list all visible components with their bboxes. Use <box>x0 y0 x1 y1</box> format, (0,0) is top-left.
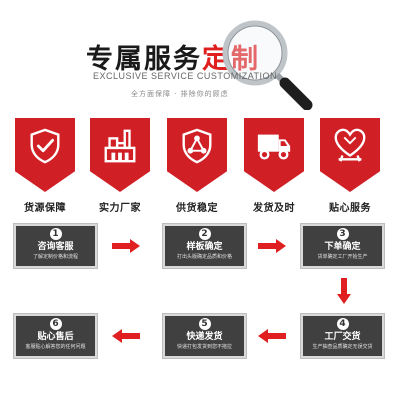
step-description: 打出头版确定品质和价格 <box>176 254 232 260</box>
step-description: 客服贴心解答您的任何问题 <box>25 344 86 350</box>
step-title: 下单确定 <box>324 242 361 252</box>
subtitle-english: EXCLUSIVE SERVICE CUSTOMIZATION <box>93 71 278 81</box>
step-title: 快递发货 <box>186 332 223 342</box>
feature-row: 货源保障 实力厂家 <box>0 118 400 214</box>
step-title: 工厂交货 <box>324 332 361 342</box>
feature-badge <box>90 118 150 192</box>
step-number: 1 <box>49 228 62 240</box>
feature-label: 货源保障 <box>24 203 66 214</box>
arrow-right-icon <box>112 239 140 253</box>
feature-supply-guarantee: 货源保障 <box>15 118 75 214</box>
step-description: 生产抽查品质确定无误交货 <box>312 344 373 350</box>
arrow-right-icon <box>258 239 286 253</box>
feature-badge <box>15 118 75 192</box>
subtitle-chinese: 全方面保障 · 排除你的顾虑 <box>131 90 229 98</box>
step-number: 4 <box>336 318 349 330</box>
feature-label: 实力厂家 <box>99 203 141 214</box>
step-description: 货单确定工厂开始生产 <box>317 254 368 260</box>
network-shield-icon <box>182 128 212 164</box>
magnifying-glass-icon <box>222 20 313 110</box>
step-title: 咨询客服 <box>37 242 74 252</box>
feature-badge <box>167 118 227 192</box>
step-order-confirm: 3 下单确定 货单确定工厂开始生产 <box>301 224 384 268</box>
step-after-sales: 6 贴心售后 客服贴心解答您的任何问题 <box>14 314 97 358</box>
step-number: 6 <box>49 318 62 330</box>
step-number: 2 <box>198 228 211 240</box>
feature-strong-factory: 实力厂家 <box>90 118 150 214</box>
feature-stable-supply: 供货稳定 <box>167 118 227 214</box>
step-description: 快递打包发货到您不拖拉 <box>176 344 232 350</box>
step-express-shipping: 5 快递发货 快递打包发货到您不拖拉 <box>163 314 246 358</box>
feature-timely-delivery: 发货及时 <box>244 118 304 214</box>
step-title: 贴心售后 <box>37 332 74 342</box>
feature-label: 贴心服务 <box>329 203 371 214</box>
arrow-down-icon <box>337 278 351 304</box>
feature-caring-service: 贴心服务 <box>320 118 380 214</box>
feature-label: 供货稳定 <box>176 203 218 214</box>
feature-badge <box>320 118 380 192</box>
delivery-truck-icon <box>257 134 291 160</box>
step-title: 样板确定 <box>186 242 223 252</box>
arrow-left-icon <box>112 329 140 343</box>
step-number: 3 <box>336 228 349 240</box>
step-description: 了解定制价格和流程 <box>32 254 78 260</box>
arrow-left-icon <box>258 329 286 343</box>
step-sample-confirm: 2 样板确定 打出头版确定品质和价格 <box>163 224 246 268</box>
step-number: 5 <box>198 318 211 330</box>
factory-icon <box>104 129 136 163</box>
heart-hand-icon <box>334 128 366 162</box>
step-factory-delivery: 4 工厂交货 生产抽查品质确定无误交货 <box>301 314 384 358</box>
feature-badge <box>244 118 304 192</box>
shield-check-icon <box>30 128 60 164</box>
title-main: 专属服务 <box>86 44 202 75</box>
feature-label: 发货及时 <box>253 203 295 214</box>
step-consult-service: 1 咨询客服 了解定制价格和流程 <box>14 224 97 268</box>
page-title: 专属服务定制 <box>86 37 260 76</box>
